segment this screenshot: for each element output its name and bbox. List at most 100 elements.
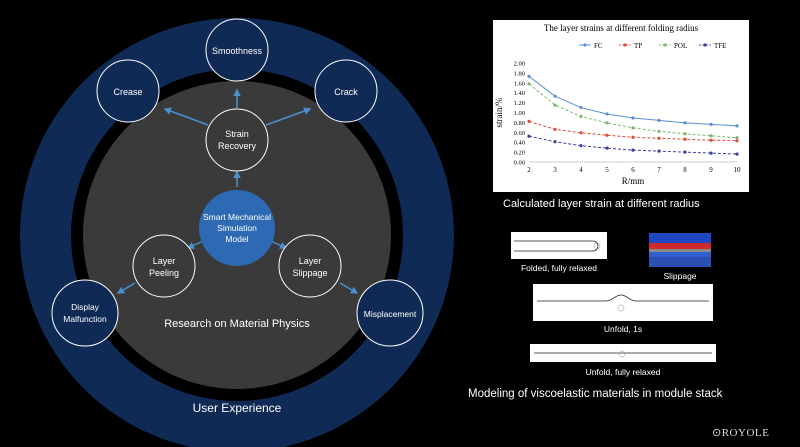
unfold-relaxed-panel: [530, 344, 716, 362]
node-strain-recovery: Strain Recovery: [205, 108, 269, 172]
chart-caption: Calculated layer strain at different rad…: [503, 198, 700, 210]
logo-mark-icon: ⊙: [712, 427, 722, 439]
strain-chart: The layer strains at different folding r…: [494, 23, 742, 186]
x-tick-label: 6: [631, 166, 635, 174]
unfold-relaxed-caption: Unfold, fully relaxed: [585, 367, 661, 377]
center-label-2: Simulation: [217, 223, 257, 233]
x-tick-label: 3: [553, 166, 557, 174]
arrow-to-crease: [163, 107, 209, 126]
y-tick-label: 0.20: [514, 150, 525, 157]
x-tick-label: 2: [527, 166, 531, 174]
arrow-center-to-peeling: [186, 240, 204, 249]
node-layer-peeling: Layer Peeling: [132, 234, 196, 298]
node-strain-recovery-label-2: Recovery: [218, 141, 257, 151]
node-strain-recovery-label-1: Strain: [225, 129, 249, 139]
folded-caption: Folded, fully relaxed: [520, 263, 598, 273]
legend-label-tp: TP: [634, 42, 642, 50]
data-point-tp: [631, 135, 635, 139]
data-point-tfe: [579, 144, 583, 148]
slippage-panel: [649, 233, 711, 267]
legend-label-fc: FC: [594, 42, 603, 50]
data-point-tfe: [683, 150, 687, 154]
y-tick-label: 1.40: [514, 90, 525, 97]
data-point-pol: [683, 132, 687, 136]
y-tick-label: 1.60: [514, 80, 525, 87]
x-tick-label: 9: [709, 166, 713, 174]
arrow-to-display-malfunction: [116, 282, 136, 294]
legend-marker-tfe: [703, 43, 707, 47]
node-layer-slippage-label-1: Layer: [299, 256, 322, 266]
data-point-pol: [709, 134, 713, 138]
data-point-pol: [605, 121, 609, 125]
node-layer-slippage-label-2: Slippage: [292, 268, 327, 278]
data-point-pol: [735, 136, 739, 140]
data-point-pol: [527, 82, 531, 86]
data-point-pol: [657, 129, 661, 133]
data-point-fc: [657, 118, 661, 123]
x-tick-label: 8: [683, 166, 687, 174]
y-tick-label: 0.00: [514, 160, 525, 167]
legend-marker-tp: [623, 43, 627, 47]
data-point-fc: [553, 94, 557, 98]
data-point-tfe: [527, 134, 531, 138]
data-point-tp: [735, 139, 739, 143]
research-diagram: Smoothness Crease Crack Display Malfunct…: [20, 18, 454, 447]
data-point-tp: [605, 133, 609, 137]
data-point-pol: [631, 126, 635, 130]
legend-marker-pol: [663, 43, 667, 47]
node-crease-label: Crease: [113, 87, 142, 97]
node-crack-label: Crack: [334, 87, 358, 97]
y-tick-label: 0.60: [514, 130, 525, 137]
node-layer-peeling-label-1: Layer: [153, 256, 176, 266]
data-point-pol: [553, 103, 557, 107]
node-misplacement-label: Misplacement: [364, 309, 417, 319]
data-point-tp: [579, 131, 583, 135]
center-label-1: Smart Mechanical: [203, 212, 271, 222]
data-point-fc: [527, 74, 531, 78]
data-point-tp: [683, 137, 687, 141]
data-point-tp: [657, 136, 661, 140]
node-display-malfunction-label-1: Display: [71, 302, 100, 312]
arrow-center-to-slippage: [270, 240, 288, 249]
legend-marker-fc: [583, 43, 587, 47]
modeling-caption: Modeling of viscoelastic materials in mo…: [468, 388, 723, 400]
y-tick-label: 1.20: [514, 100, 525, 107]
unfold-1s-caption: Unfold, 1s: [603, 324, 643, 334]
arrow-to-misplacement: [339, 282, 359, 294]
data-point-fc: [579, 105, 583, 110]
data-point-tfe: [553, 140, 557, 144]
data-point-fc: [631, 116, 635, 120]
node-misplacement: Misplacement: [356, 279, 424, 347]
data-point-fc: [735, 124, 739, 128]
logo-text: ROYOLE: [721, 427, 770, 439]
y-tick-label: 1.00: [514, 110, 525, 117]
y-tick-label: 0.40: [514, 140, 525, 147]
inner-label: Research on Material Physics: [164, 318, 310, 330]
unfold-1s-panel: [533, 284, 713, 321]
x-tick-label: 4: [579, 166, 583, 174]
x-tick-label: 10: [734, 166, 742, 174]
data-point-tfe: [709, 151, 713, 155]
data-point-fc: [683, 121, 687, 125]
legend-label-pol: POL: [674, 42, 687, 50]
data-point-fc: [709, 122, 713, 126]
node-display-malfunction-label-2: Malfunction: [63, 314, 107, 324]
data-point-tfe: [657, 149, 661, 153]
folded-panel: [511, 232, 607, 259]
data-point-pol: [579, 114, 583, 119]
data-point-tp: [527, 119, 531, 124]
data-point-tfe: [605, 146, 609, 150]
y-tick-label: 1.80: [514, 70, 525, 77]
node-smoothness: Smoothness: [205, 18, 269, 82]
data-point-tp: [553, 127, 557, 131]
y-tick-label: 0.80: [514, 120, 525, 127]
node-layer-peeling-label-2: Peeling: [149, 268, 179, 278]
x-tick-label: 7: [657, 166, 661, 174]
slippage-caption: Slippage: [663, 271, 697, 281]
node-crease: Crease: [96, 59, 160, 123]
x-axis-label: R/mm: [622, 176, 645, 186]
data-point-tfe: [631, 148, 635, 152]
y-axis-label: strain/%: [494, 97, 504, 127]
data-point-fc: [605, 112, 609, 116]
data-point-tp: [709, 138, 713, 142]
